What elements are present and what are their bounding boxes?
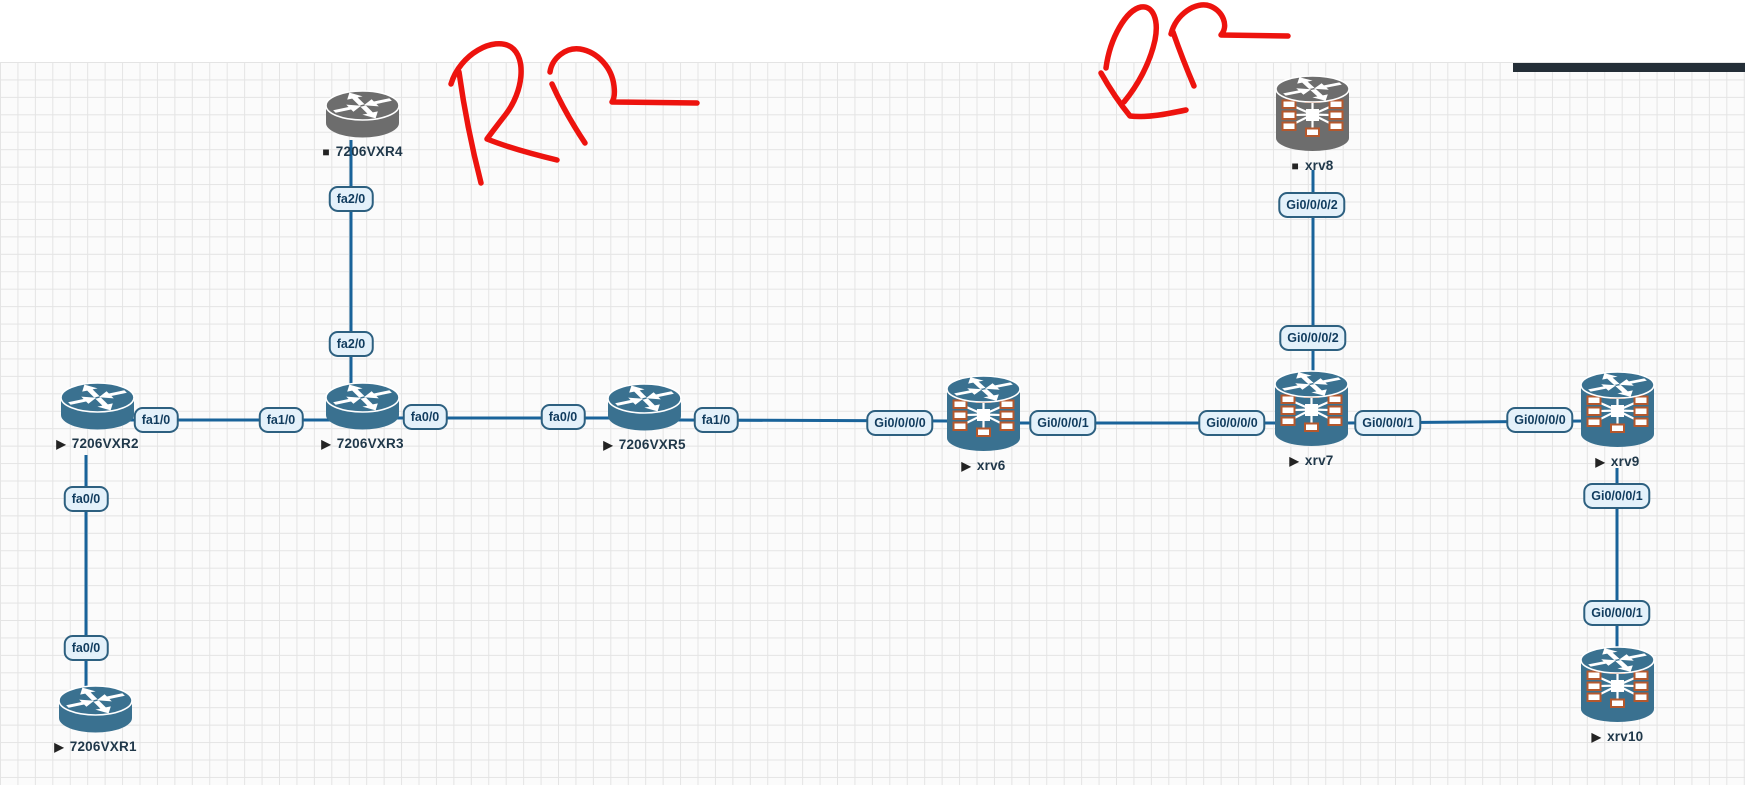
status-running-icon: ▶ — [54, 739, 64, 754]
status-running-icon: ▶ — [603, 437, 613, 452]
device-label: ▶xrv10 — [1591, 729, 1644, 744]
interface-label-7206vxr5-fa1-0[interactable]: fa1/0 — [693, 406, 739, 434]
dark-bar — [1513, 63, 1745, 72]
device-xrv8[interactable]: ■xrv8 — [1275, 75, 1350, 173]
interface-label-xrv7-gi0001[interactable]: Gi0/0/0/1 — [1354, 409, 1422, 437]
xrv-router-icon — [946, 375, 1021, 452]
status-running-icon: ▶ — [1289, 453, 1299, 468]
router-icon — [325, 382, 400, 430]
device-label: ▶xrv6 — [961, 458, 1006, 473]
device-7206vxr1[interactable]: ▶7206VXR1 — [54, 685, 136, 754]
interface-label-xrv7-gi0002[interactable]: Gi0/0/0/2 — [1279, 324, 1347, 352]
device-7206vxr2[interactable]: ▶7206VXR2 — [56, 382, 138, 451]
device-xrv7[interactable]: ▶xrv7 — [1274, 370, 1349, 468]
interface-label-7206vxr5-fa0-0[interactable]: fa0/0 — [540, 403, 586, 431]
interface-label-xrv6-gi0000[interactable]: Gi0/0/0/0 — [866, 409, 934, 437]
interface-label-xrv10-gi0001[interactable]: Gi0/0/0/1 — [1583, 599, 1651, 627]
device-7206vxr5[interactable]: ▶7206VXR5 — [603, 383, 685, 452]
device-xrv9[interactable]: ▶xrv9 — [1580, 371, 1655, 469]
status-running-icon: ▶ — [961, 458, 971, 473]
interface-label-7206vxr2-fa1-0[interactable]: fa1/0 — [133, 406, 179, 434]
annotation-rr-right[interactable] — [1098, 2, 1291, 120]
device-label: ■xrv8 — [1291, 158, 1334, 173]
device-7206vxr4[interactable]: ■7206VXR4 — [322, 90, 402, 159]
interface-label-7206vxr3-fa2-0[interactable]: fa2/0 — [328, 330, 374, 358]
xrv-router-icon — [1275, 75, 1350, 152]
device-label: ▶7206VXR1 — [54, 739, 137, 754]
device-label: ■7206VXR4 — [322, 144, 403, 159]
device-label: ▶xrv9 — [1595, 454, 1640, 469]
status-running-icon: ▶ — [321, 436, 331, 451]
interface-label-7206vxr2-fa0-0[interactable]: fa0/0 — [63, 485, 109, 513]
router-icon — [607, 383, 682, 431]
xrv-router-icon — [1274, 370, 1349, 447]
router-icon — [58, 685, 133, 733]
status-stopped-icon: ■ — [1291, 158, 1299, 173]
interface-label-xrv7-gi0000[interactable]: Gi0/0/0/0 — [1198, 409, 1266, 437]
annotation-rr-left[interactable] — [448, 41, 700, 186]
device-label: ▶7206VXR2 — [56, 436, 139, 451]
device-xrv10[interactable]: ▶xrv10 — [1580, 646, 1655, 744]
device-label: ▶7206VXR5 — [603, 437, 686, 452]
device-xrv6[interactable]: ▶xrv6 — [946, 375, 1021, 473]
status-running-icon: ▶ — [1595, 454, 1605, 469]
status-running-icon: ▶ — [56, 436, 66, 451]
interface-label-7206vxr3-fa0-0[interactable]: fa0/0 — [402, 403, 448, 431]
xrv-router-icon — [1580, 646, 1655, 723]
interface-label-xrv9-gi0000[interactable]: Gi0/0/0/0 — [1506, 406, 1574, 434]
device-label: ▶7206VXR3 — [321, 436, 404, 451]
interface-label-xrv6-gi0001[interactable]: Gi0/0/0/1 — [1029, 409, 1097, 437]
interface-label-7206vxr4-fa2-0[interactable]: fa2/0 — [328, 185, 374, 213]
interface-label-7206vxr1-fa0-0[interactable]: fa0/0 — [63, 634, 109, 662]
router-icon — [325, 90, 400, 138]
device-7206vxr3[interactable]: ▶7206VXR3 — [321, 382, 403, 451]
status-running-icon: ▶ — [1591, 729, 1602, 744]
interface-label-7206vxr3-fa1-0[interactable]: fa1/0 — [258, 406, 304, 434]
interface-label-xrv8-gi0002[interactable]: Gi0/0/0/2 — [1278, 191, 1346, 219]
router-icon — [60, 382, 135, 430]
xrv-router-icon — [1580, 371, 1655, 448]
status-stopped-icon: ■ — [322, 144, 330, 159]
interface-label-xrv9-gi0001[interactable]: Gi0/0/0/1 — [1583, 482, 1651, 510]
device-label: ▶xrv7 — [1289, 453, 1334, 468]
